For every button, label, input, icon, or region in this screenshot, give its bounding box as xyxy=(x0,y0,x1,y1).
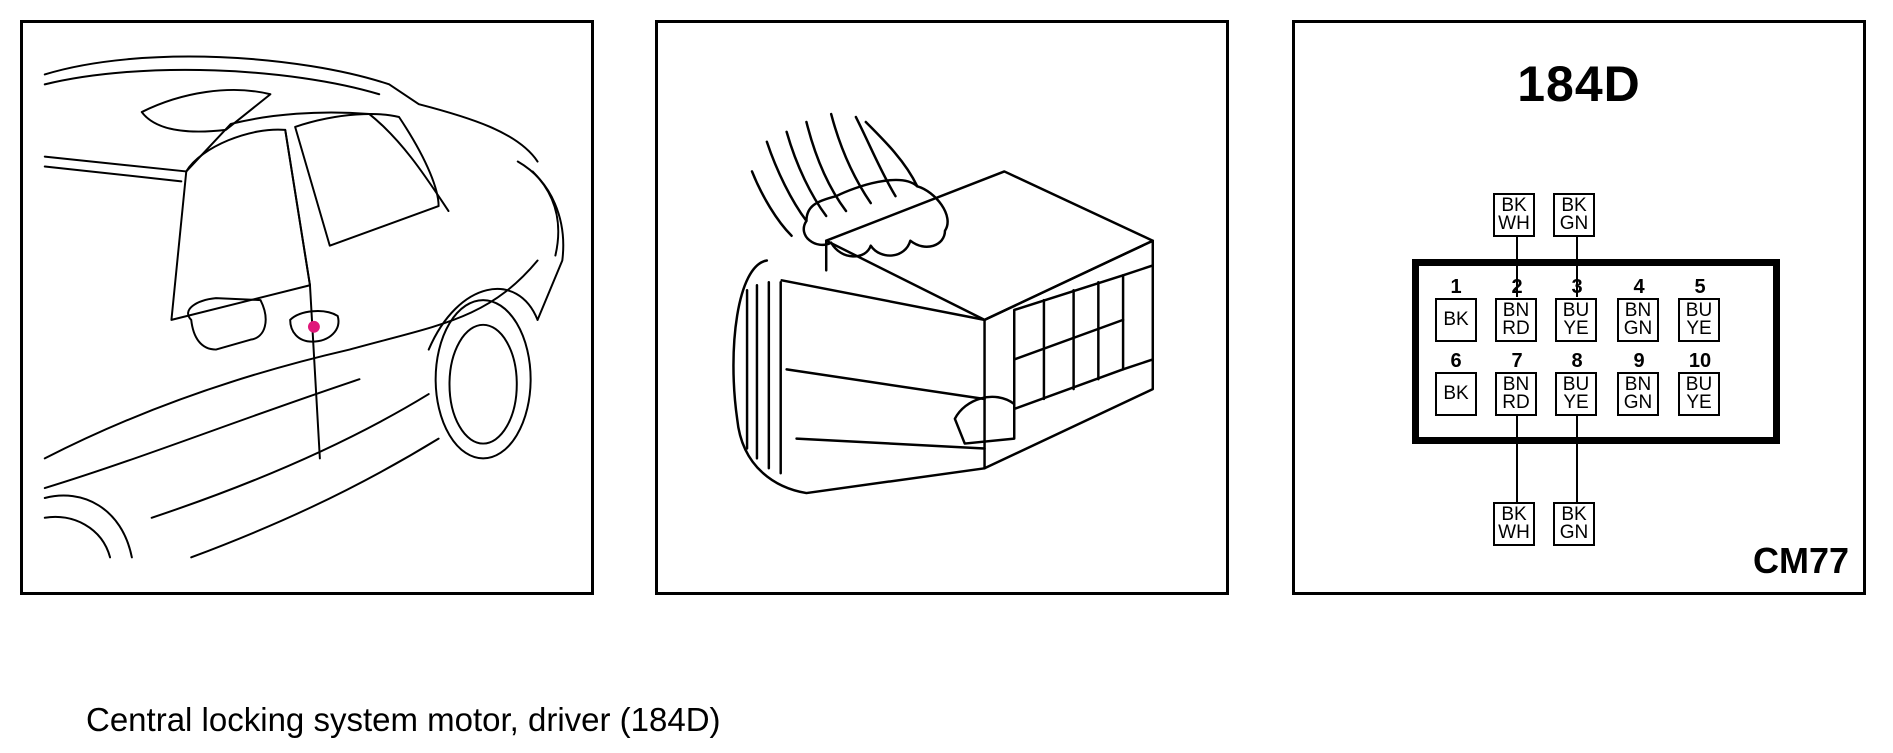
pin-5: BU YE xyxy=(1678,298,1720,342)
wire-label-top-2: BK GN xyxy=(1553,193,1595,237)
wire-color: BU xyxy=(1562,374,1590,395)
wire-color: GN xyxy=(1623,392,1653,413)
wire-line xyxy=(1516,416,1518,502)
pin-number: 7 xyxy=(1511,350,1523,372)
pin-9: BN GN xyxy=(1617,372,1659,416)
pin-1: BK xyxy=(1435,298,1477,342)
figure-caption: Central locking system motor, driver (18… xyxy=(86,701,721,738)
wire-color: YE xyxy=(1563,392,1589,413)
wire-color: BK xyxy=(1501,504,1527,525)
pin-number: 10 xyxy=(1688,350,1712,372)
door-handle-marker xyxy=(307,320,320,333)
wire-color: RD xyxy=(1502,392,1530,413)
wire-line xyxy=(1576,416,1578,502)
pin-3: BU YE xyxy=(1555,298,1597,342)
connector-id: 184D xyxy=(1517,56,1641,112)
wire-label-top-1: BK WH xyxy=(1493,193,1535,237)
pin-8: BU YE xyxy=(1555,372,1597,416)
wire-color: BK xyxy=(1561,504,1587,525)
wire-color: BK xyxy=(1443,309,1469,330)
wire-color: RD xyxy=(1502,318,1530,339)
wire-label-bottom-2: BK GN xyxy=(1553,502,1595,546)
wire-color: BK xyxy=(1443,383,1469,404)
pin-number: 6 xyxy=(1450,350,1462,372)
pin-number: 1 xyxy=(1450,276,1462,298)
wire-label-bottom-1: BK WH xyxy=(1493,502,1535,546)
wire-color: BU xyxy=(1685,374,1713,395)
wire-color: WH xyxy=(1498,522,1530,543)
connector-illustration xyxy=(732,112,1155,495)
pin-number: 4 xyxy=(1633,276,1645,298)
car-illustration xyxy=(43,55,565,559)
connector-illustration-panel xyxy=(655,20,1229,595)
connector-housing xyxy=(1412,259,1780,444)
wire-color: YE xyxy=(1686,392,1712,413)
wire-color: WH xyxy=(1498,213,1530,234)
wire-color: BK xyxy=(1501,195,1527,216)
wire-color: GN xyxy=(1559,522,1589,543)
diagram-code: CM77 xyxy=(1752,540,1849,581)
pin-2: BN RD xyxy=(1495,298,1537,342)
pinout-panel: 184D BK WH BK GN 1 2 3 4 5 BK BN RD BU Y… xyxy=(1292,20,1866,595)
pin-number: 9 xyxy=(1633,350,1645,372)
pin-number: 8 xyxy=(1571,350,1583,372)
wire-color: YE xyxy=(1686,318,1712,339)
pin-6: BK xyxy=(1435,372,1477,416)
pin-number: 2 xyxy=(1511,276,1523,298)
wire-color: BN xyxy=(1624,300,1652,321)
wire-color: BU xyxy=(1685,300,1713,321)
pin-10: BU YE xyxy=(1678,372,1720,416)
wire-color: YE xyxy=(1563,318,1589,339)
pin-number: 3 xyxy=(1571,276,1583,298)
wire-color: BK xyxy=(1561,195,1587,216)
wire-line xyxy=(1576,237,1578,297)
pin-number: 5 xyxy=(1694,276,1706,298)
vehicle-location-panel xyxy=(20,20,594,595)
wire-line xyxy=(1516,237,1518,297)
pin-4: BN GN xyxy=(1617,298,1659,342)
pin-7: BN RD xyxy=(1495,372,1537,416)
wire-color: GN xyxy=(1559,213,1589,234)
wire-color: GN xyxy=(1623,318,1653,339)
wire-color: BU xyxy=(1562,300,1590,321)
wire-color: BN xyxy=(1624,374,1652,395)
wire-color: BN xyxy=(1502,300,1530,321)
wire-color: BN xyxy=(1502,374,1530,395)
